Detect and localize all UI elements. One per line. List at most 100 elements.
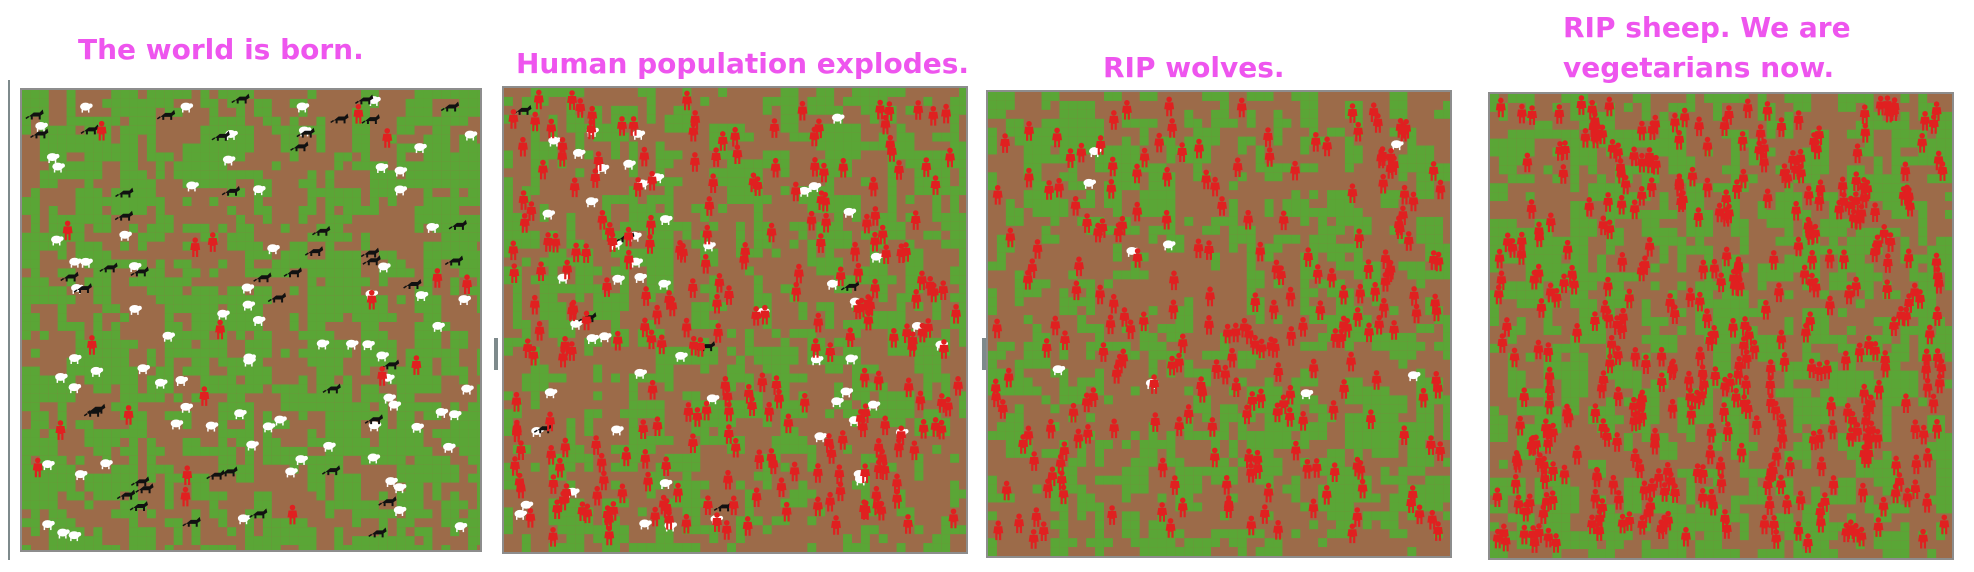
grass-patch: [84, 429, 94, 438]
grass-patch: [423, 295, 433, 305]
grass-patch: [30, 98, 40, 108]
grass-patch: [423, 473, 433, 483]
grass-patch: [1103, 395, 1113, 405]
grass-patch: [1264, 422, 1274, 432]
grass-patch: [1632, 94, 1642, 103]
grass-patch: [120, 473, 130, 483]
splitter-handle[interactable]: [494, 338, 498, 370]
grass-patch: [48, 384, 58, 394]
grass-patch: [539, 311, 549, 320]
grass-patch: [173, 90, 183, 99]
grass-patch: [655, 480, 665, 490]
grass-patch: [209, 143, 219, 153]
grass-patch: [530, 346, 540, 356]
grass-patch: [1023, 279, 1033, 289]
grass-patch: [137, 241, 147, 251]
grass-patch: [1490, 94, 1499, 103]
grass-patch: [459, 250, 469, 260]
human-icon: [566, 341, 577, 361]
grass-patch: [1184, 466, 1194, 476]
grass-patch: [298, 411, 308, 421]
grass-patch: [1121, 216, 1131, 226]
grass-patch: [477, 429, 480, 438]
grass-patch: [1543, 245, 1553, 255]
grass-patch: [1730, 174, 1740, 184]
grass-patch: [253, 250, 263, 260]
grass-patch: [1095, 324, 1104, 333]
grass-patch: [1507, 138, 1517, 148]
grass-patch: [477, 357, 480, 367]
grass-patch: [996, 377, 1006, 387]
grass-patch: [57, 268, 67, 278]
human-icon: [548, 527, 558, 547]
grass-patch: [1757, 94, 1767, 103]
grass-patch: [75, 197, 85, 206]
grass-patch: [664, 364, 674, 374]
grass-patch: [66, 545, 76, 550]
grass-patch: [1068, 136, 1078, 146]
grass-patch: [280, 250, 290, 260]
world-view-3: [988, 92, 1450, 556]
grass-patch: [1228, 529, 1238, 539]
grass-patch: [869, 257, 879, 267]
human-icon: [1372, 113, 1383, 133]
grass-patch: [227, 545, 237, 550]
grass-patch: [164, 411, 174, 421]
grass-patch: [1309, 520, 1319, 530]
human-icon: [1082, 213, 1093, 233]
grass-patch: [1820, 156, 1830, 166]
grass-patch: [1014, 279, 1024, 289]
grass-patch: [1829, 245, 1838, 255]
grass-patch: [22, 259, 31, 269]
grass-patch: [1407, 431, 1417, 440]
grass-patch: [137, 125, 147, 135]
grass-patch: [1353, 395, 1363, 405]
grass-patch: [1362, 404, 1372, 414]
grass-patch: [432, 402, 442, 412]
grass-patch: [1300, 440, 1310, 449]
grass-patch: [48, 214, 58, 224]
grass-patch: [682, 525, 692, 535]
human-icon: [581, 310, 592, 331]
grass-patch: [245, 429, 254, 438]
grass-patch: [878, 132, 888, 142]
grass-patch: [1005, 243, 1015, 253]
grass-patch: [120, 241, 130, 251]
grass-patch: [1802, 156, 1812, 166]
human-icon: [1259, 504, 1270, 524]
grass-patch: [771, 453, 781, 463]
grass-patch: [120, 384, 130, 394]
grass-patch: [1344, 216, 1354, 226]
grass-patch: [584, 346, 594, 356]
splitter-handle[interactable]: [982, 338, 986, 370]
grass-patch: [57, 321, 67, 331]
grass-patch: [1246, 448, 1256, 458]
grass-patch: [146, 527, 156, 537]
grass-patch: [352, 482, 362, 492]
grass-patch: [75, 241, 85, 251]
grass-patch: [334, 446, 344, 456]
grass-patch: [521, 534, 531, 544]
grass-patch: [423, 545, 433, 550]
grass-patch: [129, 366, 138, 376]
grass-patch: [1766, 111, 1776, 121]
grass-patch: [111, 429, 121, 438]
grass-patch: [1380, 520, 1390, 530]
grass-patch: [93, 214, 103, 224]
grass-patch: [1641, 218, 1651, 228]
grass-patch: [1443, 431, 1450, 440]
grass-patch: [1490, 102, 1499, 112]
human-icon: [1303, 247, 1314, 267]
wolf-icon: [267, 292, 287, 303]
grass-patch: [111, 321, 121, 331]
grass-patch: [727, 418, 736, 428]
grass-patch: [1318, 332, 1328, 342]
grass-patch: [959, 230, 966, 240]
human-icon: [366, 289, 377, 310]
grass-patch: [111, 339, 121, 349]
grass-patch: [361, 366, 370, 376]
human-icon: [1407, 485, 1418, 505]
grass-patch: [1041, 118, 1051, 128]
grass-patch: [1166, 431, 1176, 440]
grass-patch: [477, 402, 480, 412]
